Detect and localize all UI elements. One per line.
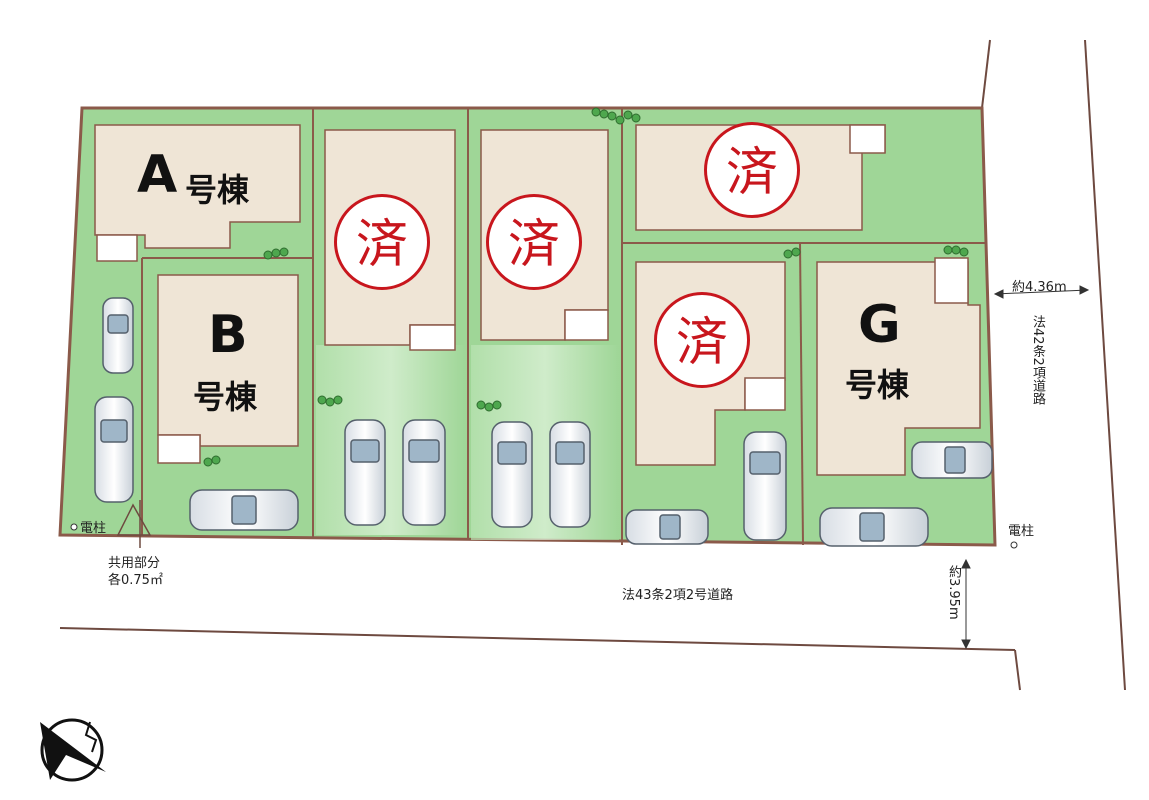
sold-stamp-lot-e: 済 [704,122,800,218]
car-icon [344,419,386,526]
car-icon [911,441,993,479]
utility-pole-right-label: 電柱 [1008,524,1035,539]
dimension-arrows [961,285,1090,650]
shared-area-label-1: 共用部分 [108,556,161,571]
lot-a-suffix: 号棟 [185,171,250,209]
shared-area-label-2: 各0.75㎡ [108,573,163,588]
utility-pole-right-icon [1010,541,1018,549]
side-road-label: 法42条2項道路 [1030,315,1045,405]
shared-area-marker [116,500,152,548]
lot-b-suffix: 号棟 [193,378,258,416]
lot-b-letter: B [208,305,248,365]
sold-stamp-lot-f: 済 [654,292,750,388]
sold-stamp-lot-c: 済 [334,194,430,290]
car-icon [102,297,134,374]
lot-g-letter: G [858,295,901,355]
car-icon [491,421,533,528]
sold-stamp-lot-d: 済 [486,194,582,290]
shrubs [203,107,969,467]
car-icon [402,419,446,526]
road-lines [59,39,1126,691]
lot-g-suffix: 号棟 [845,366,910,404]
car-icon [549,421,591,528]
car-icon [625,509,709,545]
cars [94,297,993,547]
car-icon [819,507,929,547]
car-icon [743,431,787,541]
front-road-width-label: 約3.95m [946,565,961,620]
utility-pole-left-label: 電柱 [80,521,107,536]
side-road-width-label: 約4.36m [1012,280,1067,295]
front-road-label: 法43条2項2号道路 [622,588,734,603]
car-icon [189,489,299,531]
north-arrow-icon [40,718,106,782]
parcel-lines [141,108,985,546]
car-icon [94,396,134,503]
lot-a-letter: A [137,145,178,205]
utility-pole-left-icon [70,523,78,531]
